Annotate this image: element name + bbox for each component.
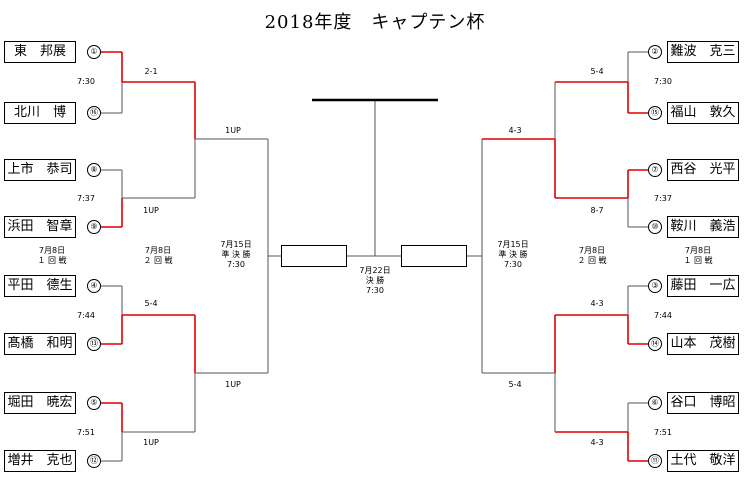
round-label-r1-left: 7月8日 １ 回 戦 [37,246,67,265]
seed-left-4: ⑨ [87,220,101,234]
final-box-right [401,245,467,267]
seed-left-8: ⑫ [87,454,101,468]
round-label-final: 7月22日 決 勝 7:30 [359,266,391,295]
score-left-r2-1: 1UP [225,126,241,135]
player-right-2: 福山 敦久 [667,102,739,124]
seed-left-1: ① [87,45,101,59]
score-right-r1-4: 4-3 [590,438,604,447]
tee-time-left-3: 7:44 [77,311,95,320]
seed-right-3: ⑦ [648,163,662,177]
tee-time-left-2: 7:37 [77,194,95,203]
player-left-1: 東 邦展 [4,41,76,63]
seed-right-2: ⑮ [648,106,662,120]
player-right-5: 藤田 一広 [667,275,739,297]
tee-time-left-4: 7:51 [77,428,95,437]
seed-right-7: ⑥ [648,396,662,410]
player-right-6: 山本 茂樹 [667,333,739,355]
seed-right-1: ② [648,45,662,59]
score-right-r2-2: 5-4 [508,380,522,389]
player-right-7: 谷口 博昭 [667,392,739,414]
tee-time-right-4: 7:51 [654,428,672,437]
player-right-3: 西谷 光平 [667,159,739,181]
score-right-r1-3: 4-3 [590,299,604,308]
seed-left-3: ⑧ [87,163,101,177]
player-left-8: 増井 克也 [4,450,76,472]
seed-right-8: ⑪ [648,454,662,468]
round-label-semi-left: 7月15日 準 決 勝 7:30 [220,240,252,269]
seed-left-7: ⑤ [87,396,101,410]
player-left-6: 髙橋 和明 [4,333,76,355]
round-label-r1-right: 7月8日 １ 回 戦 [683,246,713,265]
seed-right-4: ⑩ [648,220,662,234]
seed-left-6: ⑬ [87,337,101,351]
score-left-r1-1: 2-1 [144,67,158,76]
score-left-r2-2: 1UP [225,380,241,389]
seed-right-5: ③ [648,279,662,293]
score-left-r1-3: 5-4 [144,299,158,308]
tee-time-right-1: 7:30 [654,77,672,86]
score-right-r1-1: 5-4 [590,67,604,76]
tee-time-right-3: 7:44 [654,311,672,320]
player-left-5: 平田 德生 [4,275,76,297]
player-right-1: 難波 克三 [667,41,739,63]
final-box-left [281,245,347,267]
score-left-r1-4: 1UP [143,438,159,447]
score-right-r2-1: 4-3 [508,126,522,135]
player-right-4: 鞍川 義浩 [667,216,739,238]
round-label-r2-left: 7月8日 ２ 回 戦 [143,246,173,265]
page-title: 2018年度 キャプテン杯 [264,12,486,33]
round-label-semi-right: 7月15日 準 決 勝 7:30 [497,240,529,269]
score-right-r1-2: 8-7 [590,206,604,215]
seed-left-2: ⑯ [87,106,101,120]
player-left-4: 浜田 智章 [4,216,76,238]
seed-right-6: ⑭ [648,337,662,351]
round-label-r2-right: 7月8日 ２ 回 戦 [577,246,607,265]
tee-time-left-1: 7:30 [77,77,95,86]
player-left-3: 上市 恭司 [4,159,76,181]
score-left-r1-2: 1UP [143,206,159,215]
player-left-7: 堀田 暁宏 [4,392,76,414]
player-right-8: 土代 敬洋 [667,450,739,472]
tee-time-right-2: 7:37 [654,194,672,203]
player-left-2: 北川 博 [4,102,76,124]
seed-left-5: ④ [87,279,101,293]
